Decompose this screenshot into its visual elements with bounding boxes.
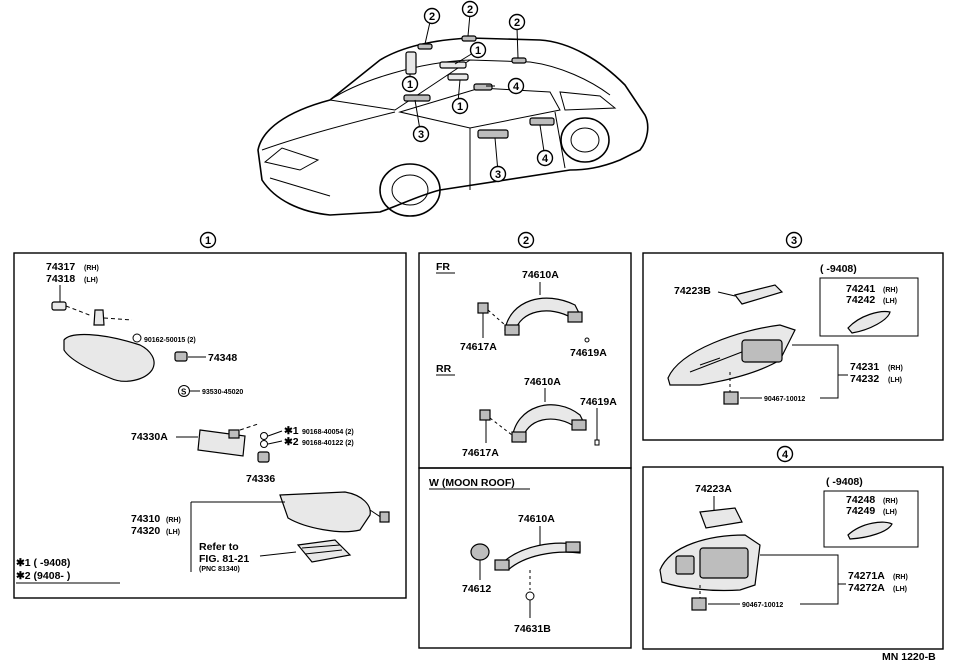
label-74223B: 74223B xyxy=(674,285,711,297)
label-74612: 74612 xyxy=(462,583,491,595)
panel-moonroof: W (MOON ROOF) 74610A 74612 74631B xyxy=(418,467,632,649)
car-callout-1c: 1 xyxy=(457,101,463,113)
label-74336: 74336 xyxy=(246,473,275,485)
label-74248: 74248 xyxy=(846,494,875,506)
panel-4-callout: 4 xyxy=(782,449,789,461)
panel-3: 3 74223B 90467-10012 74231 (RH) 74232 (L… xyxy=(642,231,944,441)
label-74348: 74348 xyxy=(208,352,237,364)
svg-text:S: S xyxy=(181,388,187,397)
panel-moonroof-frame xyxy=(418,467,632,649)
label-74330A: 74330A xyxy=(131,431,168,443)
label-74317: 74317 xyxy=(46,261,75,273)
label-74317-side: (RH) xyxy=(84,265,99,272)
label-74241-side: (RH) xyxy=(883,287,898,294)
label-74249-side: (LH) xyxy=(883,509,897,516)
label-74272A: 74272A xyxy=(848,582,885,594)
legend-mark1: ✱1 ( -9408) xyxy=(16,557,70,569)
label-90168a: 90168-40054 (2) xyxy=(302,429,354,436)
label-74232: 74232 xyxy=(850,373,879,385)
car-callout-2c: 2 xyxy=(514,17,520,29)
label-74619A-rr: 74619A xyxy=(580,396,617,408)
label-74223A: 74223A xyxy=(695,483,732,495)
car-callout-2a: 2 xyxy=(429,11,435,23)
panel-4-frame xyxy=(642,466,944,650)
label-90467-4: 90467-10012 xyxy=(742,602,783,609)
panel-1-frame xyxy=(13,252,407,599)
panel-2-callout: 2 xyxy=(523,235,529,247)
label-74318: 74318 xyxy=(46,273,75,285)
car-callout-1a: 1 xyxy=(475,45,481,57)
label-74249: 74249 xyxy=(846,505,875,517)
label-74310-side: (RH) xyxy=(166,517,181,524)
label-74231-side: (RH) xyxy=(888,365,903,372)
panel-1-callout: 1 xyxy=(205,235,211,247)
car-callout-3a: 3 xyxy=(418,129,424,141)
label-74610A-rr: 74610A xyxy=(524,376,561,388)
label-74271A: 74271A xyxy=(848,570,885,582)
label-90162: 90162-50015 (2) xyxy=(144,337,196,344)
car-callout-1b: 1 xyxy=(407,79,413,91)
footer-code: MN 1220-B xyxy=(882,651,936,663)
label-refer-pnc: (PNC 81340) xyxy=(199,566,240,573)
car-callout-3b: 3 xyxy=(495,169,501,181)
legend-mark2: ✱2 (9408- ) xyxy=(16,570,70,582)
label-74310: 74310 xyxy=(131,513,160,525)
label-mark1: ✱1 xyxy=(284,425,299,437)
label-74242-side: (LH) xyxy=(883,298,897,305)
label-74320-side: (LH) xyxy=(166,529,180,536)
range-3: ( -9408) xyxy=(820,263,857,275)
label-mark2: ✱2 xyxy=(284,436,299,448)
label-74248-side: (RH) xyxy=(883,498,898,505)
label-74272A-side: (LH) xyxy=(893,586,907,593)
label-74318-side: (LH) xyxy=(84,277,98,284)
label-74320: 74320 xyxy=(131,525,160,537)
label-74271A-side: (RH) xyxy=(893,574,908,581)
panel-1: 1 74317 (RH) 74318 (LH) 90162-50015 (2) … xyxy=(13,231,407,599)
label-90168b: 90168-40122 (2) xyxy=(302,440,354,447)
label-refer-to: Refer to xyxy=(199,541,239,553)
car-callout-2b: 2 xyxy=(467,4,473,16)
label-fr: FR xyxy=(436,261,450,273)
car-illustration: 2 2 2 1 1 1 4 3 3 4 xyxy=(257,0,649,217)
panel-3-callout: 3 xyxy=(791,235,797,247)
label-74619A-fr: 74619A xyxy=(570,347,607,359)
label-93530: 93530-45020 xyxy=(202,389,243,396)
range-4: ( -9408) xyxy=(826,476,863,488)
label-90467-3: 90467-10012 xyxy=(764,396,805,403)
panel-4: 4 74223A 90467-10012 74271A (RH) 74272A … xyxy=(642,445,944,650)
panel-2: 2 FR 74610A 74617A 74619A RR 74610A 7461… xyxy=(418,231,632,469)
label-74610A-w: 74610A xyxy=(518,513,555,525)
panel-3-frame xyxy=(642,252,944,441)
car-callout-4b: 4 xyxy=(542,153,549,165)
label-rr: RR xyxy=(436,363,452,375)
label-74610A-fr: 74610A xyxy=(522,269,559,281)
label-74241: 74241 xyxy=(846,283,875,295)
moonroof-title: W (MOON ROOF) xyxy=(429,477,515,489)
label-74631B: 74631B xyxy=(514,623,551,635)
label-74617A-fr: 74617A xyxy=(460,341,497,353)
label-74242: 74242 xyxy=(846,294,875,306)
label-74231: 74231 xyxy=(850,361,879,373)
label-74232-side: (LH) xyxy=(888,377,902,384)
car-callout-4a: 4 xyxy=(513,81,520,93)
label-refer-fig: FIG. 81-21 xyxy=(199,553,249,565)
label-74617A-rr: 74617A xyxy=(462,447,499,459)
